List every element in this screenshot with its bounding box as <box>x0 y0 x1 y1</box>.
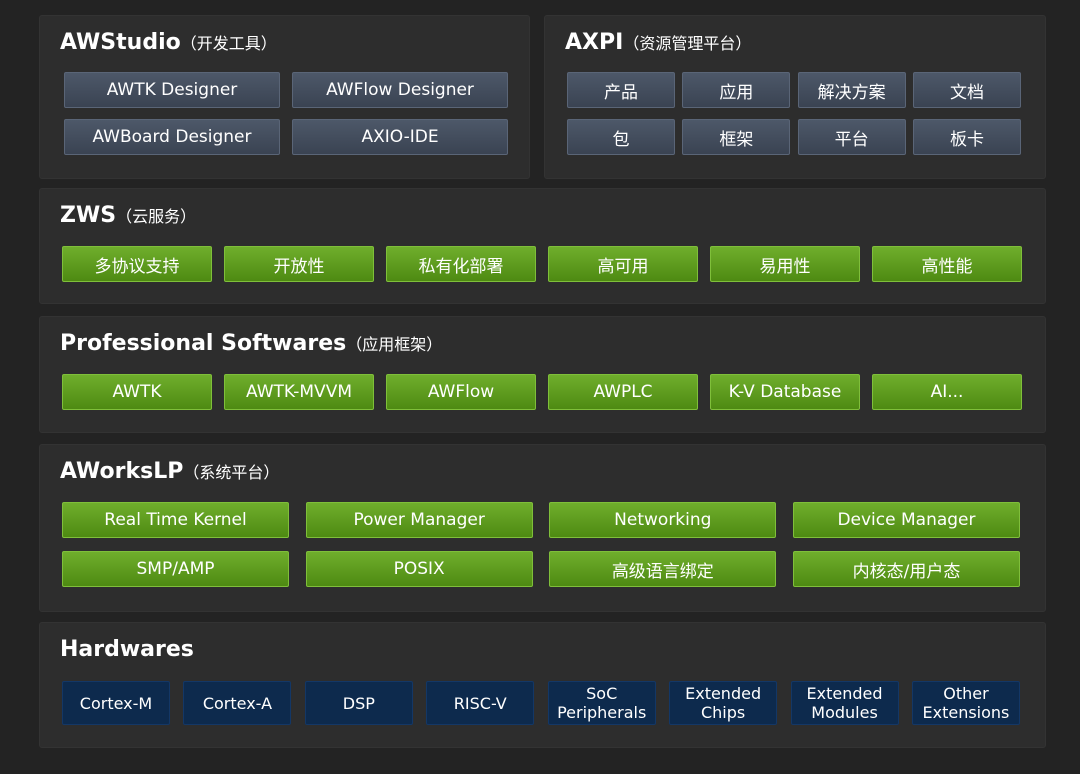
kv-database-box: K-V Database <box>710 374 860 410</box>
aworkslp-panel: AWorksLP（系统平台） Real Time Kernel Power Ma… <box>39 444 1046 612</box>
hw-other-extensions-line2: Extensions <box>922 703 1010 722</box>
awflow-box: AWFlow <box>386 374 536 410</box>
axpi-title-text: AXPI <box>565 30 624 55</box>
awplc-box: AWPLC <box>548 374 698 410</box>
hw-dsp: DSP <box>304 681 413 725</box>
axpi-title: AXPI（资源管理平台） <box>565 30 751 55</box>
hardwares-title-text: Hardwares <box>60 637 194 662</box>
axpi-panel: AXPI（资源管理平台） 产品 应用 解决方案 文档 包 框架 平台 板卡 <box>544 15 1046 179</box>
axpi-subtitle: （资源管理平台） <box>623 34 752 53</box>
zws-item-high-availability: 高可用 <box>548 246 698 282</box>
hw-dsp-label: DSP <box>342 693 375 713</box>
aworkslp-title: AWorksLP（系统平台） <box>60 459 279 484</box>
professional-panel: Professional Softwares（应用框架） AWTK AWTK-M… <box>39 316 1046 433</box>
axpi-item-document: 文档 <box>912 72 1021 108</box>
networking-box: Networking <box>549 502 777 538</box>
device-manager-box: Device Manager <box>792 502 1020 538</box>
axpi-item-platform: 平台 <box>797 119 906 155</box>
hw-soc-peripherals-line1: SoC <box>586 684 618 703</box>
hw-extended-chips-line2: Chips <box>700 703 746 722</box>
hw-cortex-a: Cortex-A <box>183 681 292 725</box>
awstudio-panel: AWStudio（开发工具） AWTK Designer AWFlow Desi… <box>39 15 530 179</box>
awboard-designer-box: AWBoard Designer <box>64 119 280 155</box>
awtk-mvvm-box: AWTK-MVVM <box>224 374 374 410</box>
posix-box: POSIX <box>305 551 533 587</box>
smp-amp-box: SMP/AMP <box>62 551 289 587</box>
zws-item-high-performance: 高性能 <box>872 246 1022 282</box>
axpi-item-solution: 解决方案 <box>797 72 906 108</box>
hw-risc-v: RISC-V <box>426 681 535 725</box>
real-time-kernel-box: Real Time Kernel <box>62 502 289 538</box>
zws-subtitle: （云服务） <box>116 207 197 226</box>
professional-title: Professional Softwares（应用框架） <box>60 331 442 356</box>
hw-cortex-m: Cortex-M <box>62 681 170 725</box>
awtk-designer-box: AWTK Designer <box>64 72 280 108</box>
axio-ide-box: AXIO-IDE <box>292 119 508 155</box>
axpi-item-package: 包 <box>567 119 675 155</box>
hw-extended-modules-line1: Extended <box>806 684 883 703</box>
language-binding-box: 高级语言绑定 <box>549 551 777 587</box>
aworkslp-title-text: AWorksLP <box>60 459 184 484</box>
hw-risc-v-label: RISC-V <box>453 693 507 713</box>
zws-item-openness: 开放性 <box>224 246 374 282</box>
aworkslp-subtitle: （系统平台） <box>183 463 280 482</box>
awstudio-title: AWStudio（开发工具） <box>60 30 277 55</box>
zws-panel: ZWS（云服务） 多协议支持 开放性 私有化部署 高可用 易用性 高性能 <box>39 188 1046 304</box>
axpi-item-product: 产品 <box>567 72 675 108</box>
kernel-user-mode-box: 内核态/用户态 <box>792 551 1020 587</box>
hw-other-extensions-line1: Other <box>943 684 989 703</box>
zws-title: ZWS（云服务） <box>60 203 196 228</box>
professional-subtitle: （应用框架） <box>346 335 443 354</box>
hardwares-panel: Hardwares Cortex-M Cortex-A DSP RISC-V S… <box>39 622 1046 748</box>
awtk-box: AWTK <box>62 374 212 410</box>
awstudio-title-text: AWStudio <box>60 30 181 55</box>
zws-item-private-deploy: 私有化部署 <box>386 246 536 282</box>
hw-soc-peripherals-line2: Peripherals <box>557 703 647 722</box>
professional-title-text: Professional Softwares <box>60 331 347 356</box>
ai-box: AI... <box>872 374 1022 410</box>
awflow-designer-box: AWFlow Designer <box>292 72 508 108</box>
awstudio-subtitle: （开发工具） <box>180 34 277 53</box>
axpi-item-framework: 框架 <box>682 119 791 155</box>
hw-cortex-a-label: Cortex-A <box>202 693 273 713</box>
hw-extended-chips-line1: Extended <box>685 684 762 703</box>
axpi-item-application: 应用 <box>682 72 791 108</box>
power-manager-box: Power Manager <box>305 502 533 538</box>
zws-title-text: ZWS <box>60 203 117 228</box>
axpi-item-board: 板卡 <box>912 119 1021 155</box>
hw-cortex-m-label: Cortex-M <box>79 693 153 713</box>
zws-item-multi-protocol: 多协议支持 <box>62 246 212 282</box>
zws-item-usability: 易用性 <box>710 246 860 282</box>
hardwares-title: Hardwares <box>60 637 194 662</box>
hw-extended-modules-line2: Modules <box>811 703 878 722</box>
